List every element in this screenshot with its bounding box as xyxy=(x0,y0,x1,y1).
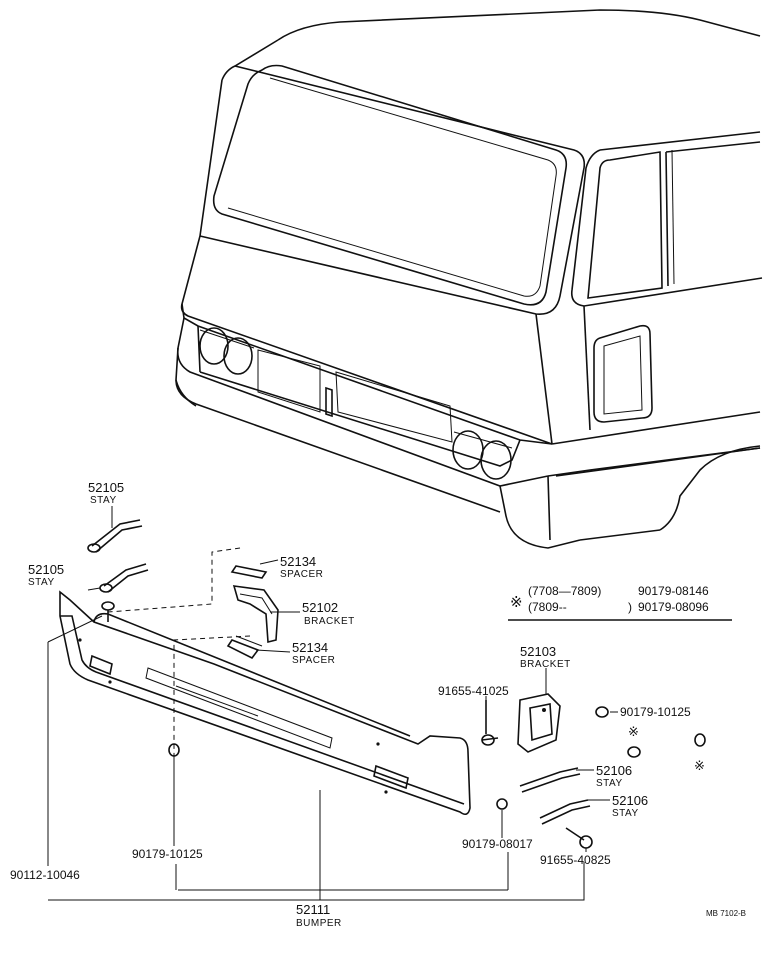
label-52102-name: BRACKET xyxy=(304,616,355,627)
label-90179-08017: 90179-08017 xyxy=(462,837,533,851)
bolt-91655-40825 xyxy=(565,827,593,849)
asterisk-mark-1: ※ xyxy=(628,724,639,739)
assembly-line-center xyxy=(173,635,251,756)
nut-90179-10125-right xyxy=(595,706,706,758)
label-52106-lower-name: STAY xyxy=(612,808,639,819)
label-52134-upper-number: 52134 xyxy=(280,554,316,569)
spacer-52134-upper xyxy=(230,565,268,579)
legend-mark: ※ xyxy=(510,594,523,611)
label-52111-number: 52111 xyxy=(296,902,330,917)
label-52102-number: 52102 xyxy=(302,600,338,615)
nut-90179-08017 xyxy=(496,798,508,810)
label-52134-lower-number: 52134 xyxy=(292,640,328,655)
stay-52106-lower xyxy=(539,799,591,825)
legend-row1-range: (7708—7809) xyxy=(528,584,601,598)
legend-row2-close: ) xyxy=(628,600,632,614)
stay-52106-upper xyxy=(519,767,581,793)
label-52134-upper-name: SPACER xyxy=(280,569,323,580)
bracket-52102 xyxy=(232,585,279,644)
label-52103-name: BRACKET xyxy=(520,659,571,670)
vehicle-rear-body xyxy=(175,9,763,549)
bracket-52103 xyxy=(517,693,561,753)
label-52105-lower-number: 52105 xyxy=(28,562,64,577)
label-52134-lower-name: SPACER xyxy=(292,655,335,666)
legend-row2-part: 90179-08096 xyxy=(638,600,709,614)
label-52106-lower-number: 52106 xyxy=(612,793,648,808)
stay-52105-upper xyxy=(87,519,143,553)
label-91655-41025: 91655-41025 xyxy=(438,684,509,698)
label-52105-upper-number: 52105 xyxy=(88,480,124,495)
assembly-line-left xyxy=(107,547,241,613)
label-90179-10125-right: 90179-10125 xyxy=(620,705,691,719)
leader-lines xyxy=(47,506,618,901)
bumper-52111 xyxy=(59,590,471,816)
label-52105-upper-name: STAY xyxy=(90,495,117,506)
asterisk-mark-2: ※ xyxy=(694,758,705,773)
label-52103-number: 52103 xyxy=(520,644,556,659)
legend-row1-part: 90179-08146 xyxy=(638,584,709,598)
catalog-code: MB 7102-B xyxy=(706,909,746,918)
label-52105-lower-name: STAY xyxy=(28,577,55,588)
stay-52105-lower xyxy=(99,563,149,593)
label-91655-40825: 91655-40825 xyxy=(540,853,611,867)
label-90179-10125-center: 90179-10125 xyxy=(132,847,203,861)
bolt-91655-41025 xyxy=(481,700,499,746)
legend-row2-range: (7809-- xyxy=(528,600,567,614)
label-90112-10046: 90112-10046 xyxy=(10,868,80,882)
label-52106-upper-number: 52106 xyxy=(596,763,632,778)
label-52106-upper-name: STAY xyxy=(596,778,623,789)
spacer-52134-lower xyxy=(226,635,263,660)
label-52111-name: BUMPER xyxy=(296,918,342,929)
